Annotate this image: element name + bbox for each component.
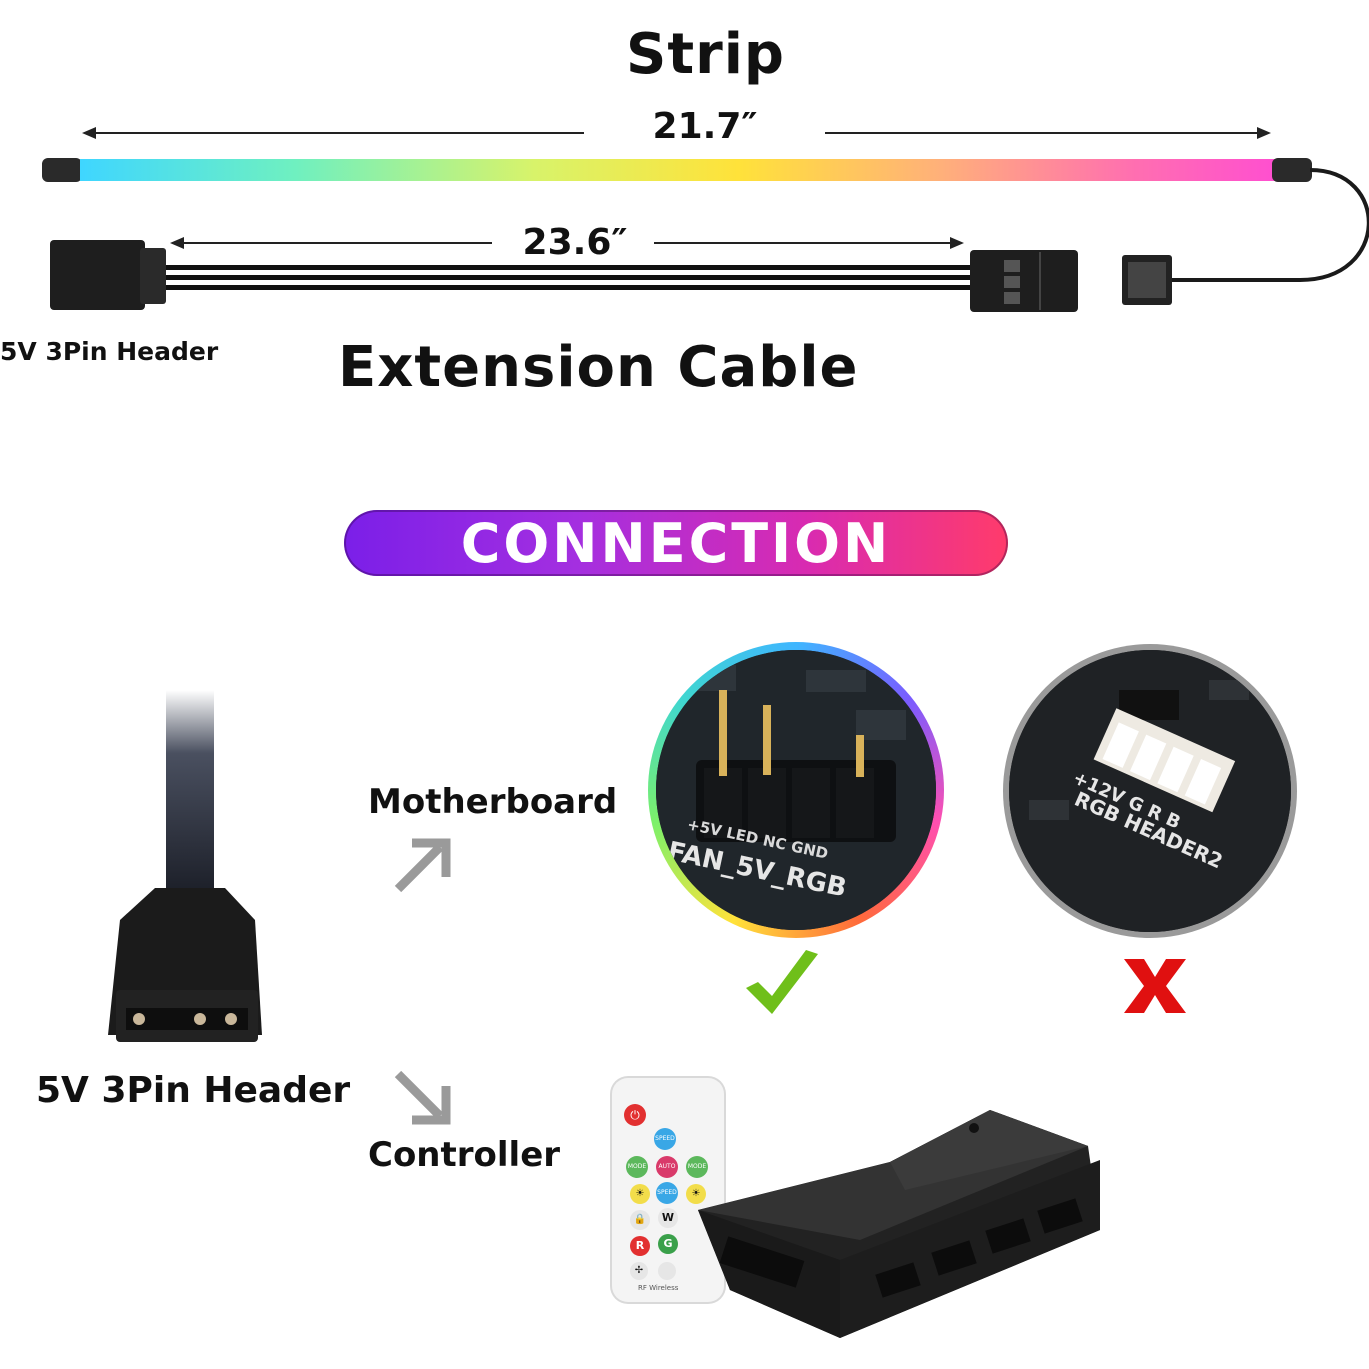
motherboard-label: Motherboard	[368, 782, 618, 822]
controller-box-image	[698, 1110, 1100, 1338]
brightness-up-icon[interactable]: ☀	[686, 1184, 706, 1204]
power-icon[interactable]: ⏻	[624, 1104, 646, 1126]
cross-icon	[1124, 959, 1186, 1013]
controller-label: Controller	[368, 1135, 561, 1175]
compatible-header-image: +5V LED NC GND FAN_5V_RGB	[648, 642, 944, 938]
strip-title: Strip	[626, 22, 785, 87]
remote-red-button[interactable]: R	[630, 1236, 650, 1256]
strip-length-label: 21.7″	[652, 106, 758, 147]
remote-caption: RF Wireless	[638, 1284, 679, 1292]
extension-length-label: 23.6″	[522, 222, 628, 263]
extension-cable	[50, 240, 1078, 312]
remote-white-button[interactable]: W	[658, 1208, 678, 1228]
extension-length-arrow	[170, 237, 964, 249]
remote-auto-button[interactable]: AUTO	[656, 1156, 678, 1178]
extension-header-label: 5V 3Pin Header	[0, 337, 219, 366]
header-connector-image	[108, 690, 262, 1042]
arrow-up-right-icon	[394, 838, 451, 893]
remote-green-button[interactable]: G	[658, 1234, 678, 1254]
extension-title: Extension Cable	[338, 335, 859, 400]
remote-speed-button[interactable]: SPEED	[654, 1128, 676, 1150]
check-icon	[746, 950, 818, 1014]
brightness-down-icon[interactable]: ☀	[630, 1184, 650, 1204]
remote-mode-button-2[interactable]: MODE	[686, 1156, 708, 1178]
led-strip	[42, 158, 1369, 305]
incompatible-header-image: +12V G R B RGB HEADER2	[1003, 644, 1297, 938]
remote-control-image: ⏻ SPEED MODE AUTO MODE ☀ SPEED ☀ 🔒 W R G…	[612, 1078, 724, 1302]
lock-icon[interactable]: 🔒	[630, 1210, 650, 1230]
remote-mode-button[interactable]: MODE	[626, 1156, 648, 1178]
remote-speed-down-button[interactable]: SPEED	[656, 1182, 678, 1204]
arrow-down-right-icon	[394, 1070, 451, 1125]
fan-icon[interactable]: ✢	[630, 1262, 648, 1280]
remote-blank-button[interactable]	[658, 1262, 676, 1280]
connection-header-label: 5V 3Pin Header	[36, 1070, 351, 1111]
strip-length-arrow	[82, 127, 1271, 139]
connection-banner: CONNECTION	[344, 510, 1008, 576]
